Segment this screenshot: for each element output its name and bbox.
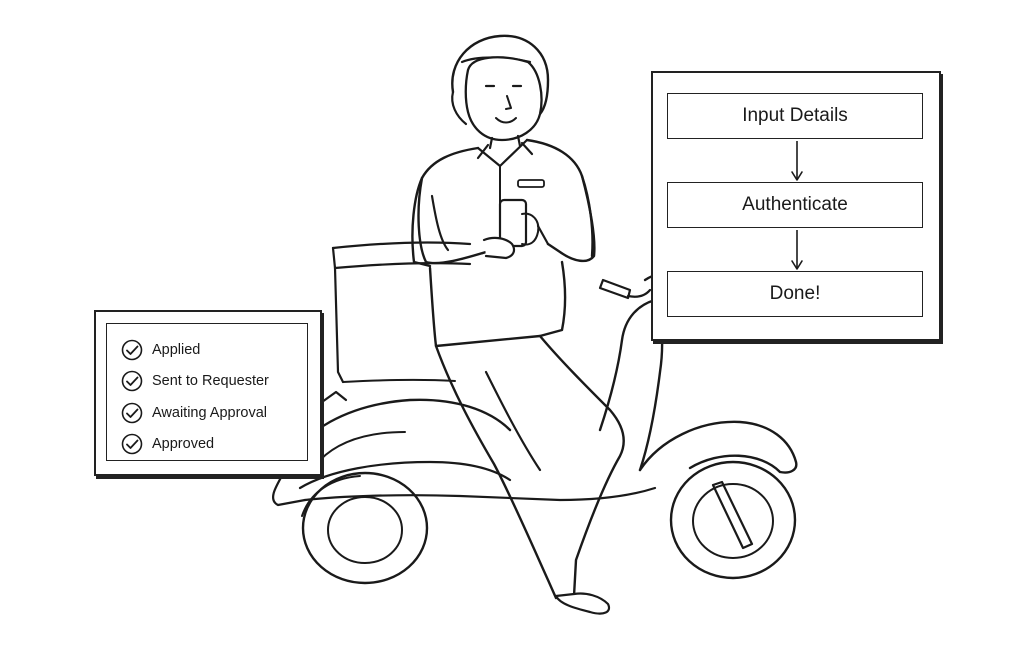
status-label: Applied <box>152 341 201 358</box>
status-label: Sent to Requester <box>152 373 269 390</box>
status-checklist-card: Applied Sent to Requester Awaiting Appro… <box>94 310 322 476</box>
check-circle-icon <box>121 433 143 455</box>
front-wheel <box>669 460 797 580</box>
check-circle-icon <box>121 402 143 424</box>
status-checklist-frame: Applied Sent to Requester Awaiting Appro… <box>106 323 308 461</box>
status-label: Approved <box>152 436 215 453</box>
rear-wheel <box>301 471 429 585</box>
flow-step-done: Done! <box>667 271 923 317</box>
check-circle-icon <box>121 370 143 392</box>
courier-person <box>411 34 625 615</box>
process-flow-card: Input Details Authenticate Done! <box>651 71 941 341</box>
status-list: Applied Sent to Requester Awaiting Appro… <box>121 334 269 460</box>
flow-step-authenticate: Authenticate <box>667 182 923 228</box>
arrow-down-icon <box>791 230 803 270</box>
flow-step-input-details: Input Details <box>667 93 923 139</box>
status-item-awaiting-approval: Awaiting Approval <box>121 397 269 429</box>
status-item-applied: Applied <box>121 334 269 366</box>
delivery-box <box>331 241 472 384</box>
status-item-approved: Approved <box>121 429 269 461</box>
arrow-down-icon <box>791 141 803 181</box>
check-circle-icon <box>121 339 143 361</box>
status-item-sent-to-requester: Sent to Requester <box>121 366 269 398</box>
status-label: Awaiting Approval <box>152 404 268 421</box>
